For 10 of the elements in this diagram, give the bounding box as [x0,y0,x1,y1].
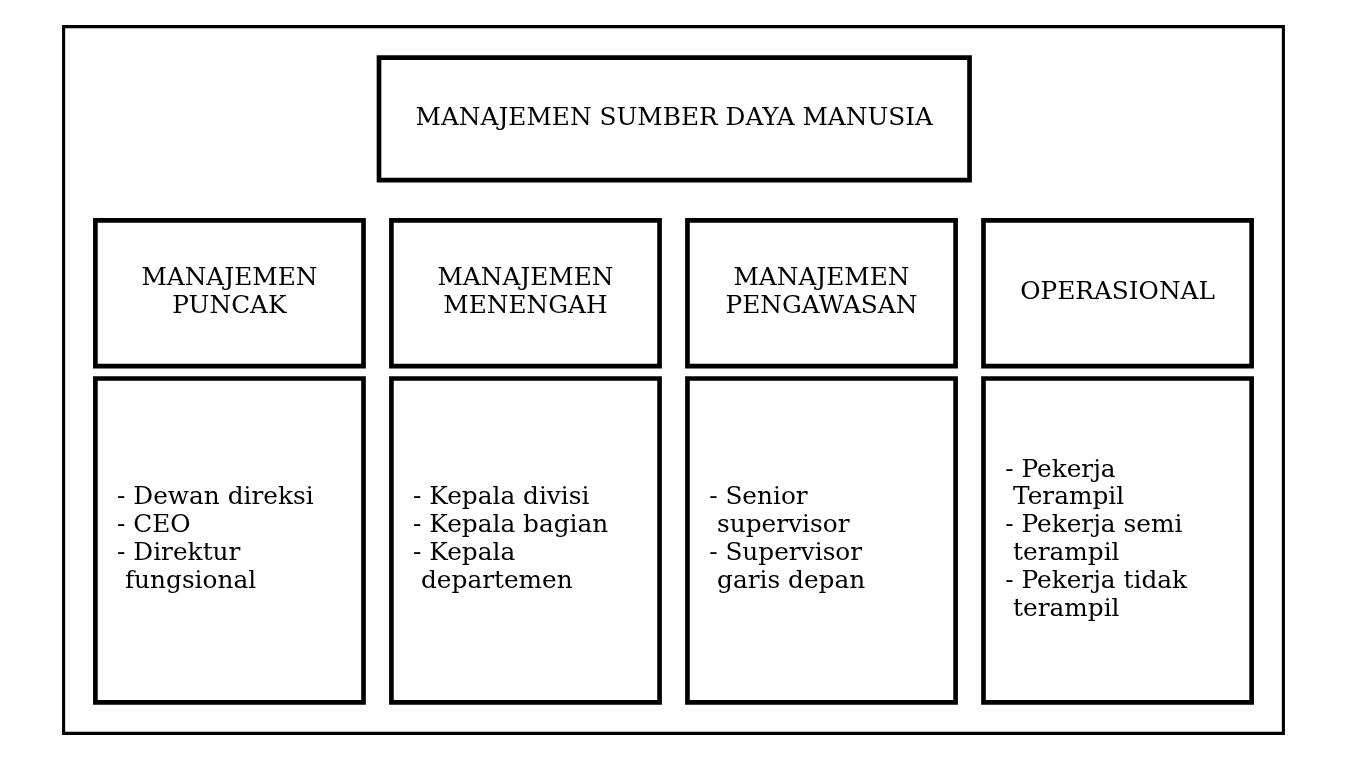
node-box: - Kepala divisi - Kepala bagian - Kepala departemen [388,376,662,705]
node-box: - Senior supervisor - Supervisor garis depan [684,376,958,705]
node-box: MANAJEMEN MENENGAH [388,218,662,369]
node-box: MANAJEMEN SUMBER DAYA MANUSIA [376,55,972,183]
cluster [61,25,1285,735]
node-box: MANAJEMEN PUNCAK [92,218,366,369]
node-box: - Pekerja Terampil - Pekerja semi terampil - Pekerja tidak terampil [980,376,1254,705]
node-box: OPERASIONAL [980,218,1254,369]
node-box: MANAJEMEN PENGAWASAN [684,218,958,369]
node-box: - Dewan direksi - CEO - Direktur fungsional [92,376,366,705]
